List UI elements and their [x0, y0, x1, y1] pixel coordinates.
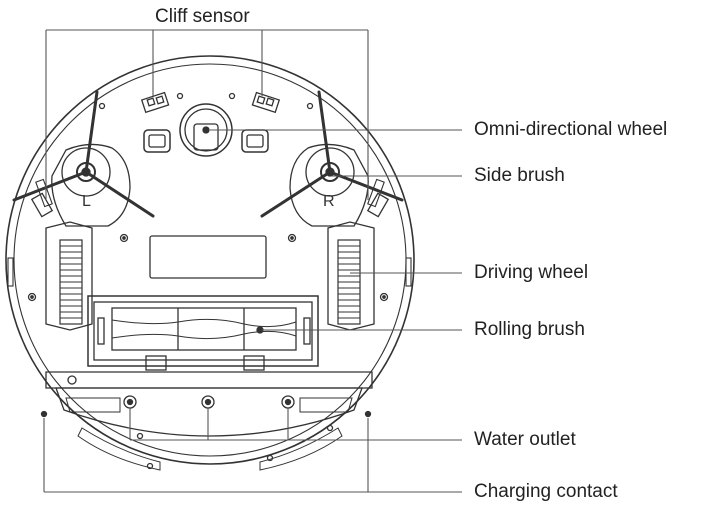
cliff-sensor-left [140, 91, 170, 114]
side-brush-right [260, 90, 404, 218]
label-charging-contact: Charging contact [474, 481, 618, 502]
water-outlets [123, 395, 295, 409]
label-driving-wheel: Driving wheel [474, 262, 589, 283]
label-side-brush: Side brush [474, 165, 565, 186]
screws [27, 92, 389, 470]
label-omni-wheel: Omni-directional wheel [474, 119, 668, 140]
cliff-sensor-right [251, 91, 281, 114]
label-plate [149, 235, 267, 279]
driving-wheel-right [327, 221, 375, 331]
label-rolling-brush: Rolling brush [474, 319, 585, 340]
cliff-sensor-side-right [366, 192, 390, 218]
label-cliff-sensor: Cliff sensor [155, 6, 250, 27]
mop-plate [45, 371, 373, 471]
driving-wheel-left [45, 221, 93, 331]
charging-contacts [40, 410, 372, 418]
rolling-brush [87, 295, 319, 371]
left-mark: L [82, 193, 91, 210]
label-water-outlet: Water outlet [474, 429, 576, 450]
cliff-sensor-side-left [30, 192, 54, 218]
right-mark: R [323, 193, 335, 210]
side-brush-housing-left [51, 143, 131, 227]
leader-lines [43, 29, 462, 493]
side-brush-left [12, 90, 155, 218]
